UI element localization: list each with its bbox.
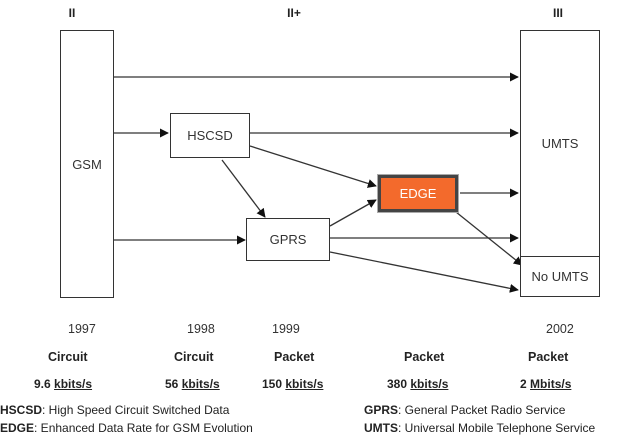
switching-type: Packet <box>404 350 445 364</box>
data-rate-value: 150 <box>262 377 283 391</box>
data-rate-unit: kbits/s <box>410 377 449 391</box>
year-label: 1999 <box>272 322 300 336</box>
data-rate: 380 kbits/s <box>387 377 448 391</box>
legend-desc: : High Speed Circuit Switched Data <box>42 403 230 417</box>
generation-3-label: III <box>552 6 563 20</box>
data-rate-unit: kbits/s <box>54 377 93 391</box>
data-rate-value: 9.6 <box>34 377 51 391</box>
data-rate-value: 56 <box>165 377 179 391</box>
node-hscsd-label: HSCSD <box>187 128 233 143</box>
legend-term: GPRS <box>364 403 399 417</box>
year-label: 1997 <box>68 322 96 336</box>
node-no-umts-label: No UMTS <box>531 269 589 284</box>
arrow-hscsd-to-edge <box>249 145 377 188</box>
legend-desc: : Universal Mobile Telephone Service <box>398 421 596 435</box>
arrow-hscsd-to-gprs <box>221 159 266 218</box>
node-gsm: GSM <box>60 30 114 298</box>
data-rate: 56 kbits/s <box>165 377 220 391</box>
legend-gprs: GPRS: General Packet Radio Service <box>364 403 565 417</box>
data-rate-unit: kbits/s <box>181 377 220 391</box>
generation-2-label: II <box>68 6 76 20</box>
node-edge-label: EDGE <box>399 186 437 201</box>
node-gsm-label: GSM <box>72 156 102 172</box>
data-rate-value: 380 <box>387 377 408 391</box>
node-umts: UMTS <box>520 30 600 257</box>
legend-desc: : General Packet Radio Service <box>398 403 566 417</box>
node-umts-label: UMTS <box>541 136 579 151</box>
arrow-gprs-to-no-umts <box>329 251 519 293</box>
switching-type: Packet <box>528 350 569 364</box>
legend-umts: UMTS: Universal Mobile Telephone Service <box>364 421 595 435</box>
node-edge: EDGE <box>378 175 458 212</box>
data-rate: 150 kbits/s <box>262 377 323 391</box>
switching-type: Circuit <box>174 350 214 364</box>
legend-desc: : Enhanced Data Rate for GSM Evolution <box>34 421 253 435</box>
legend-term: EDGE <box>0 421 35 435</box>
node-gprs: GPRS <box>246 218 330 261</box>
switching-type: Circuit <box>48 350 88 364</box>
legend-hscsd: HSCSD: High Speed Circuit Switched Data <box>0 403 229 417</box>
node-hscsd: HSCSD <box>170 113 250 158</box>
data-rate: 9.6 kbits/s <box>34 377 92 391</box>
node-gprs-label: GPRS <box>269 232 307 247</box>
data-rate-value: 2 <box>520 377 527 391</box>
switching-type: Packet <box>274 350 315 364</box>
legend-term: HSCSD <box>0 403 43 417</box>
arrow-edge-to-no-umts <box>455 211 523 266</box>
data-rate-unit: Mbits/s <box>530 377 572 391</box>
data-rate-unit: kbits/s <box>285 377 324 391</box>
year-label: 2002 <box>546 322 574 336</box>
year-label: 1998 <box>187 322 215 336</box>
legend-term: UMTS <box>364 421 398 435</box>
node-no-umts: No UMTS <box>520 256 600 297</box>
generation-2plus-label: II+ <box>287 6 301 20</box>
legend-edge: EDGE: Enhanced Data Rate for GSM Evoluti… <box>0 421 253 435</box>
arrow-gprs-to-edge <box>329 199 377 227</box>
data-rate: 2 Mbits/s <box>520 377 571 391</box>
